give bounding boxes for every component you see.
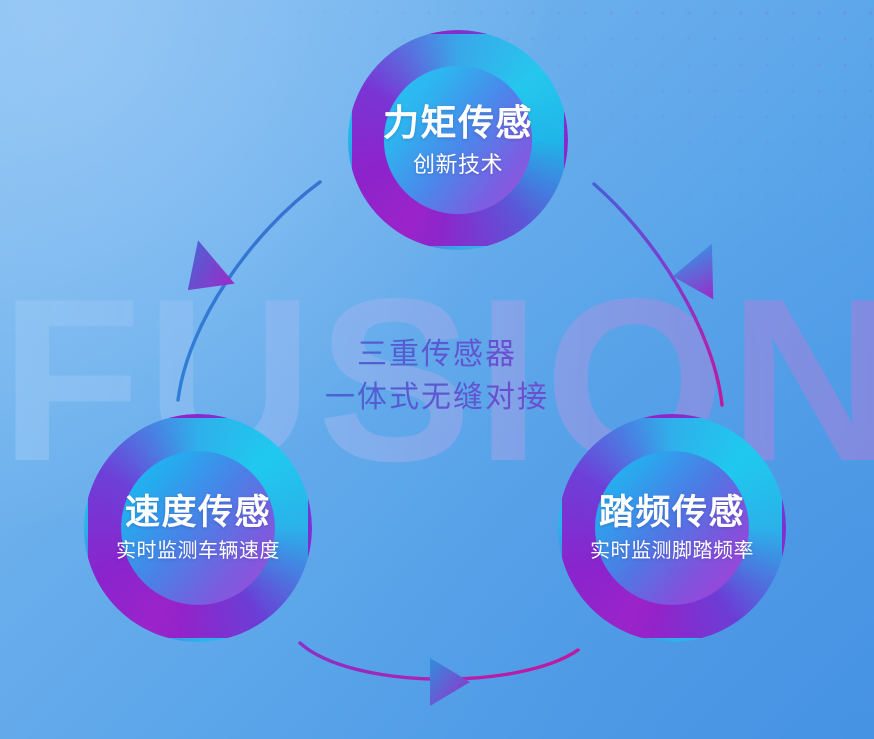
node-torque[interactable]: 力矩传感 创新技术 xyxy=(348,30,568,250)
node-cadence-title: 踏频传感 xyxy=(598,493,745,533)
node-speed-subtitle: 实时监测车辆速度 xyxy=(116,539,280,562)
node-cadence-ring xyxy=(558,414,786,642)
arrow-speed-to-cadence xyxy=(298,641,580,706)
node-cadence-subtitle: 实时监测脚踏频率 xyxy=(590,539,754,562)
node-torque-ring xyxy=(348,30,568,250)
node-cadence-text: 踏频传感 实时监测脚踏频率 xyxy=(590,493,754,562)
center-caption-line-2: 一体式无缝对接 xyxy=(0,377,874,420)
center-caption: 三重传感器 一体式无缝对接 xyxy=(0,334,874,419)
center-caption-line-1: 三重传感器 xyxy=(0,334,874,377)
node-torque-title: 力矩传感 xyxy=(382,102,533,144)
node-torque-subtitle: 创新技术 xyxy=(412,151,503,177)
node-speed-title: 速度传感 xyxy=(124,493,271,533)
arrow-bottom-head xyxy=(430,658,470,706)
node-speed-text: 速度传感 实时监测车辆速度 xyxy=(116,493,280,562)
node-speed[interactable]: 速度传感 实时监测车辆速度 xyxy=(84,414,312,642)
node-torque-text: 力矩传感 创新技术 xyxy=(383,102,533,178)
arrow-bottom-path xyxy=(298,641,580,681)
node-cadence[interactable]: 踏频传感 实时监测脚踏频率 xyxy=(558,414,786,642)
node-speed-ring xyxy=(84,414,312,642)
